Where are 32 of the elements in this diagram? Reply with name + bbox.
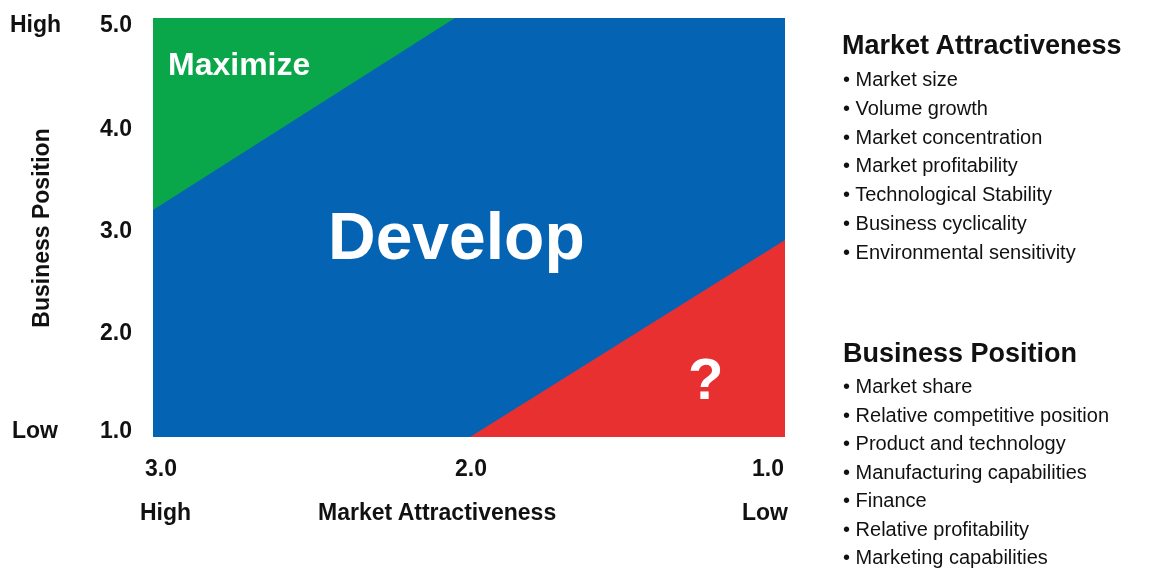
tick-label: 3.0 xyxy=(100,218,132,242)
tick-label: 5.0 xyxy=(100,12,132,36)
axis-end-label: High xyxy=(10,12,62,36)
list-heading: Market Attractiveness xyxy=(842,30,1122,60)
bullet-item: • Product and technology xyxy=(843,431,1066,455)
region-label: ? xyxy=(688,350,724,408)
axis-title: Market Attractiveness xyxy=(318,500,557,524)
list-heading: Business Position xyxy=(843,338,1078,368)
bullet-item: • Market concentration xyxy=(843,124,1043,149)
bullet-item: • Technological Stability xyxy=(843,182,1052,207)
axis-end-label: High xyxy=(140,500,192,524)
axis-end-label: Low xyxy=(742,500,788,524)
bullet-item: • Market profitability xyxy=(843,153,1018,178)
axis-title: Business Position xyxy=(29,128,53,328)
bullet-item: • Marketing capabilities xyxy=(843,545,1048,569)
bullet-item: • Relative profitability xyxy=(843,516,1029,541)
tick-label: 3.0 xyxy=(145,456,177,480)
tick-label: 1.0 xyxy=(752,456,784,480)
tick-label: 2.0 xyxy=(100,320,132,344)
bullet-item: • Market share xyxy=(843,374,973,398)
region-label: Maximize xyxy=(168,48,311,80)
bullet-item: • Finance xyxy=(843,488,927,512)
bullet-item: • Volume growth xyxy=(843,95,988,120)
bullet-item: • Business cyclicality xyxy=(843,211,1027,235)
axis-end-label: Low xyxy=(12,418,58,442)
bullet-item: • Manufacturing capabilities xyxy=(843,459,1087,484)
tick-label: 2.0 xyxy=(455,456,487,480)
tick-label: 4.0 xyxy=(100,116,132,140)
bullet-item: • Relative competitive position xyxy=(843,402,1109,427)
bullet-item: • Market size xyxy=(843,67,958,91)
tick-label: 1.0 xyxy=(100,418,132,442)
bullet-item: • Environmental sensitivity xyxy=(843,239,1076,264)
